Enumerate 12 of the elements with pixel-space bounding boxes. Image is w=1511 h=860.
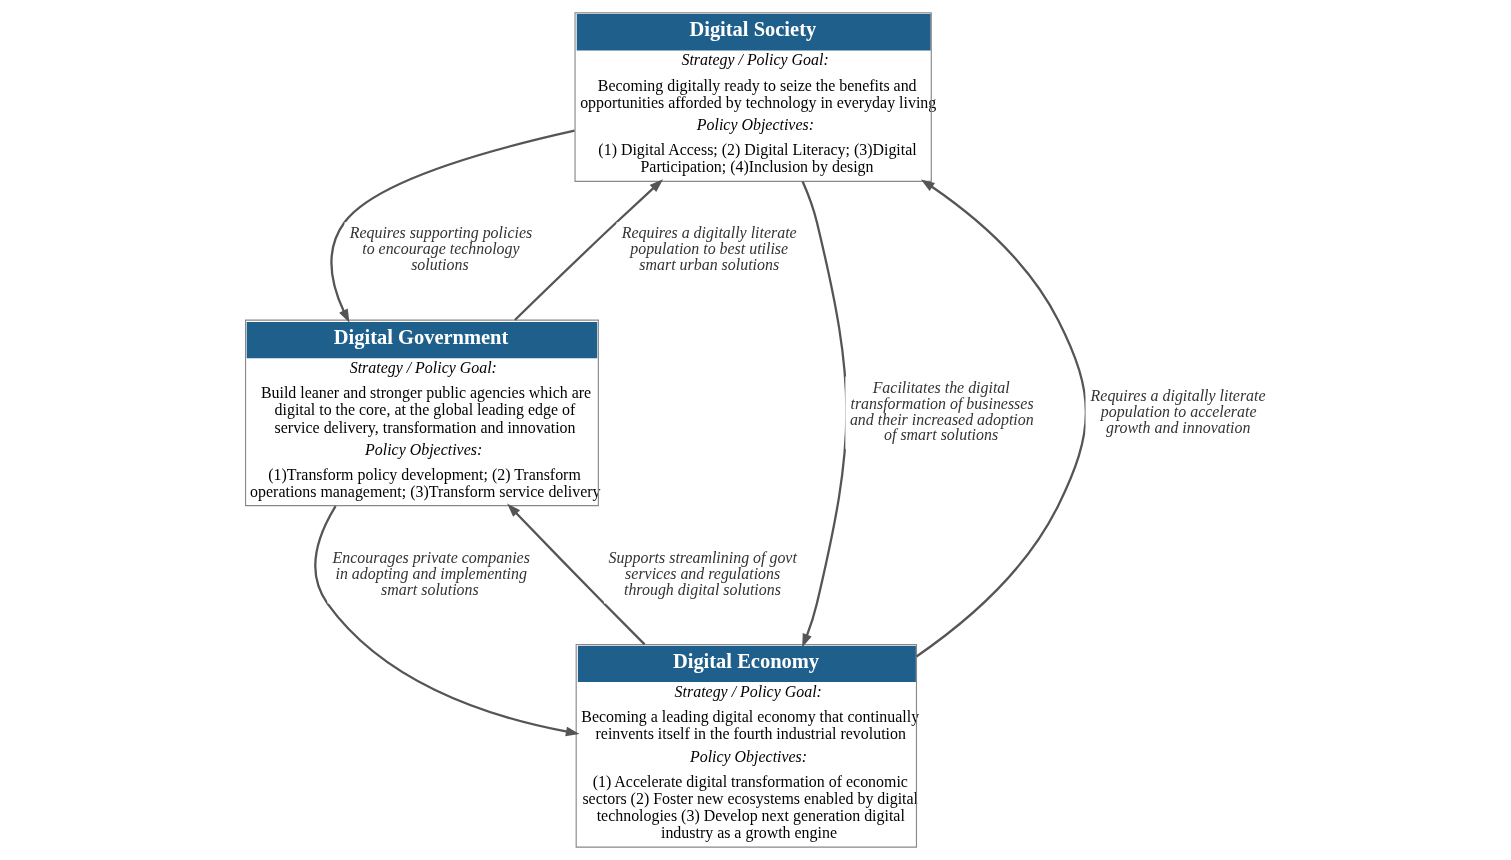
arrow bbox=[506, 503, 645, 646]
edge-label: Requires supporting policies to encourage technology solutions bbox=[349, 224, 532, 274]
arrow bbox=[313, 505, 580, 737]
arrow bbox=[329, 129, 575, 323]
arrow bbox=[801, 181, 847, 648]
arrow bbox=[915, 179, 1087, 658]
edge-label: Requires a digitally literate population to best utilise smart urban solutions bbox=[621, 224, 797, 274]
edge-label: Encourages private companies in adopting and implementing smart solutions bbox=[332, 548, 530, 598]
edge-label: Requires a digitally literate population to accelerate growth and innovation bbox=[1090, 386, 1266, 436]
edge-label: Supports streamlining of govt services and regulations through digital solutions bbox=[608, 548, 797, 598]
edge-label: Facilitates the digital transformation of businesses and their increased adoption of smart solutions bbox=[849, 378, 1034, 444]
arrow bbox=[513, 179, 663, 321]
